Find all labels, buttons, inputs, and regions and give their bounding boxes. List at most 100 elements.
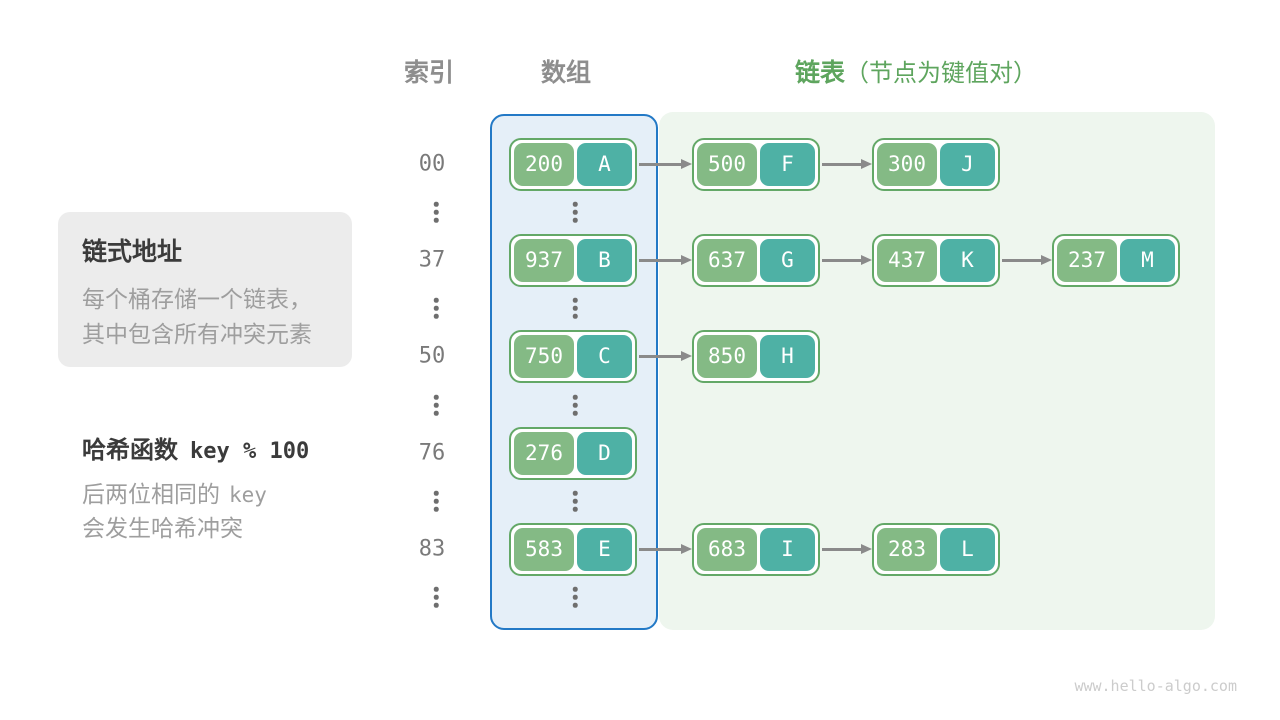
arrow-head	[1041, 255, 1052, 265]
key-cell: 750	[514, 334, 574, 378]
info-card-title: 链式地址	[82, 238, 183, 266]
index-vertical-ellipsis	[433, 490, 439, 512]
ellipsis-dot	[433, 313, 439, 319]
arrow-icon	[1002, 254, 1052, 266]
ellipsis-dot	[572, 602, 578, 608]
index-vertical-ellipsis	[433, 586, 439, 608]
info-card-line-1: 每个桶存储一个链表，	[82, 286, 312, 312]
arrow-head	[861, 159, 872, 169]
column-header-index: 索引	[403, 59, 455, 87]
arrow-icon	[639, 350, 692, 362]
array-vertical-ellipsis	[572, 586, 578, 608]
value-cell: G	[760, 238, 815, 282]
ellipsis-dot	[433, 402, 439, 408]
arrow-head	[861, 255, 872, 265]
ellipsis-dot	[433, 594, 439, 600]
value-cell: B	[577, 238, 632, 282]
ellipsis-dot	[433, 394, 439, 400]
value-cell: A	[577, 142, 632, 186]
ellipsis-dot	[433, 586, 439, 592]
hash-note-key-code: key	[229, 483, 267, 507]
arrow-icon	[639, 254, 692, 266]
arrow-head	[681, 544, 692, 554]
info-card-line-2: 其中包含所有冲突元素	[82, 321, 312, 347]
value-cell: K	[940, 238, 995, 282]
arrow-line	[639, 354, 681, 358]
arrow-line	[822, 258, 861, 262]
column-header-linked-list: 链表 （节点为键值对）	[795, 53, 1037, 89]
arrow-icon	[822, 158, 872, 170]
arrow-icon	[639, 543, 692, 555]
column-header-array: 数组	[540, 59, 592, 87]
arrow-line	[822, 162, 861, 166]
key-cell: 300	[877, 142, 937, 186]
index-label: 37	[418, 247, 446, 273]
arrow-line	[639, 547, 681, 551]
arrow-head	[681, 159, 692, 169]
value-cell: L	[940, 527, 995, 571]
ellipsis-dot	[572, 490, 578, 496]
key-cell: 237	[1057, 238, 1117, 282]
arrow-line	[822, 547, 861, 551]
index-label: 83	[418, 536, 446, 562]
key-cell: 683	[697, 527, 757, 571]
value-cell: J	[940, 142, 995, 186]
index-label: 76	[418, 440, 446, 466]
key-cell: 437	[877, 238, 937, 282]
ellipsis-dot	[433, 201, 439, 207]
value-cell: F	[760, 142, 815, 186]
key-cell: 637	[697, 238, 757, 282]
array-vertical-ellipsis	[572, 297, 578, 319]
key-cell: 283	[877, 527, 937, 571]
arrow-line	[639, 162, 681, 166]
array-vertical-ellipsis	[572, 201, 578, 223]
ellipsis-dot	[572, 586, 578, 592]
ellipsis-dot	[433, 490, 439, 496]
linked-list-note: （节点为键值对）	[845, 60, 1038, 87]
ellipsis-dot	[433, 209, 439, 215]
key-cell: 937	[514, 238, 574, 282]
arrow-head	[681, 255, 692, 265]
index-vertical-ellipsis	[433, 394, 439, 416]
ellipsis-dot	[572, 594, 578, 600]
linked-list-label: 链表	[795, 59, 846, 87]
ellipsis-dot	[433, 498, 439, 504]
watermark: www.hello-algo.com	[1074, 677, 1237, 695]
index-label: 00	[418, 151, 446, 177]
arrow-line	[1002, 258, 1041, 262]
ellipsis-dot	[433, 506, 439, 512]
ellipsis-dot	[433, 305, 439, 311]
ellipsis-dot	[572, 313, 578, 319]
key-cell: 200	[514, 142, 574, 186]
hash-function-code: key % 100	[190, 439, 310, 464]
value-cell: C	[577, 334, 632, 378]
ellipsis-dot	[572, 209, 578, 215]
arrow-head	[861, 544, 872, 554]
ellipsis-dot	[433, 410, 439, 416]
index-vertical-ellipsis	[433, 297, 439, 319]
hash-note-line-2: 会发生哈希冲突	[82, 515, 243, 541]
index-vertical-ellipsis	[433, 201, 439, 223]
value-cell: E	[577, 527, 632, 571]
arrow-icon	[639, 158, 692, 170]
ellipsis-dot	[433, 217, 439, 223]
chaining-info-card: 链式地址 每个桶存储一个链表， 其中包含所有冲突元素	[58, 212, 352, 367]
value-cell: H	[760, 334, 815, 378]
key-cell: 850	[697, 334, 757, 378]
hash-note-text: 后两位相同的	[82, 481, 220, 507]
ellipsis-dot	[572, 297, 578, 303]
